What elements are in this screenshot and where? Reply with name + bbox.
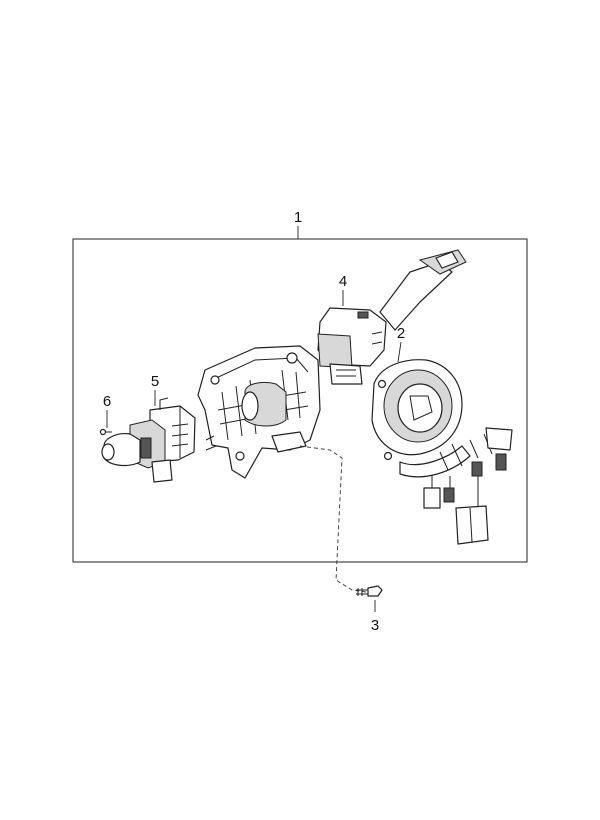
screw-dashed-leader [299, 445, 367, 593]
callout-1: 1 [294, 209, 302, 226]
small-screw [99, 428, 112, 436]
callout-3: 3 [371, 617, 379, 634]
switch-body-bracket [197, 345, 321, 479]
callout-4: 4 [339, 273, 347, 290]
clock-spring [371, 359, 513, 545]
assembly-frame [72, 238, 528, 563]
wiper-switch [317, 249, 467, 385]
callout-2: 2 [397, 325, 405, 342]
callout-2-leader [397, 341, 402, 363]
screw [356, 585, 383, 597]
callout-6: 6 [103, 393, 111, 410]
callout-5: 5 [151, 373, 159, 390]
lighting-switch [101, 397, 196, 483]
